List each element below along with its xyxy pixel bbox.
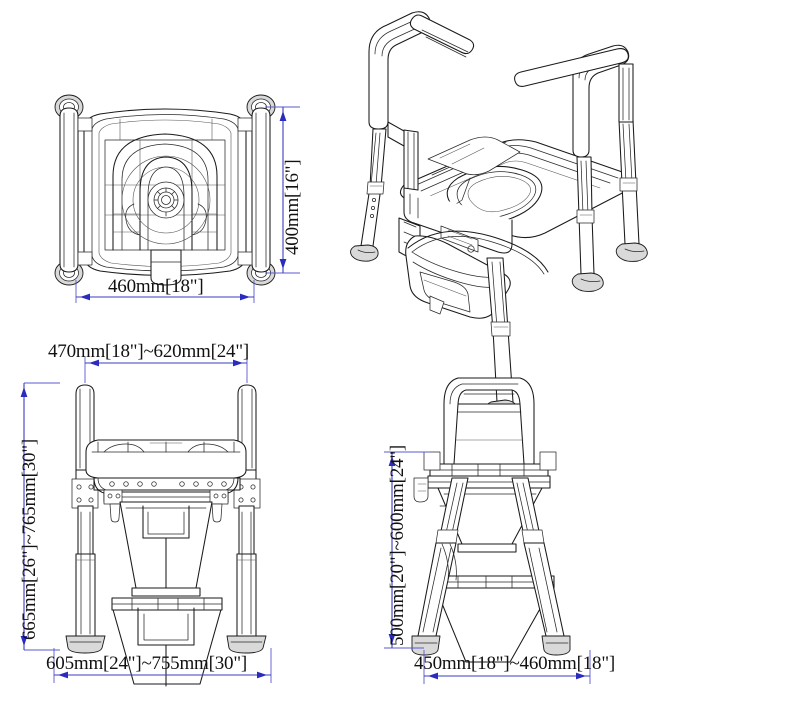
isometric-view-geometry <box>350 11 648 422</box>
side-view-dimension-lines <box>384 451 591 684</box>
top-view-geometry <box>54 94 276 286</box>
top-view-height-dimension-label: 400mm[16"] <box>282 159 303 255</box>
front-view-height-dimension-label: 665mm[26"]~765mm[30"] <box>19 438 40 640</box>
front-view-top-width-dimension-label: 470mm[18"]~620mm[24"] <box>48 341 250 362</box>
top-view-width-dimension-label: 460mm[18"] <box>108 276 204 297</box>
front-view-geometry <box>65 384 267 687</box>
front-view-dimension-lines <box>20 356 272 683</box>
side-view-height-dimension-label: 500mm[20"]~600mm[24"] <box>387 444 408 646</box>
side-view-geometry <box>411 377 571 663</box>
side-view-bottom-width-dimension-label: 450mm[18"]~460mm[18"] <box>414 653 616 674</box>
front-view-bottom-width-dimension-label: 605mm[24"]~755mm[30"] <box>46 653 248 674</box>
top-view-dimension-lines <box>75 106 300 303</box>
